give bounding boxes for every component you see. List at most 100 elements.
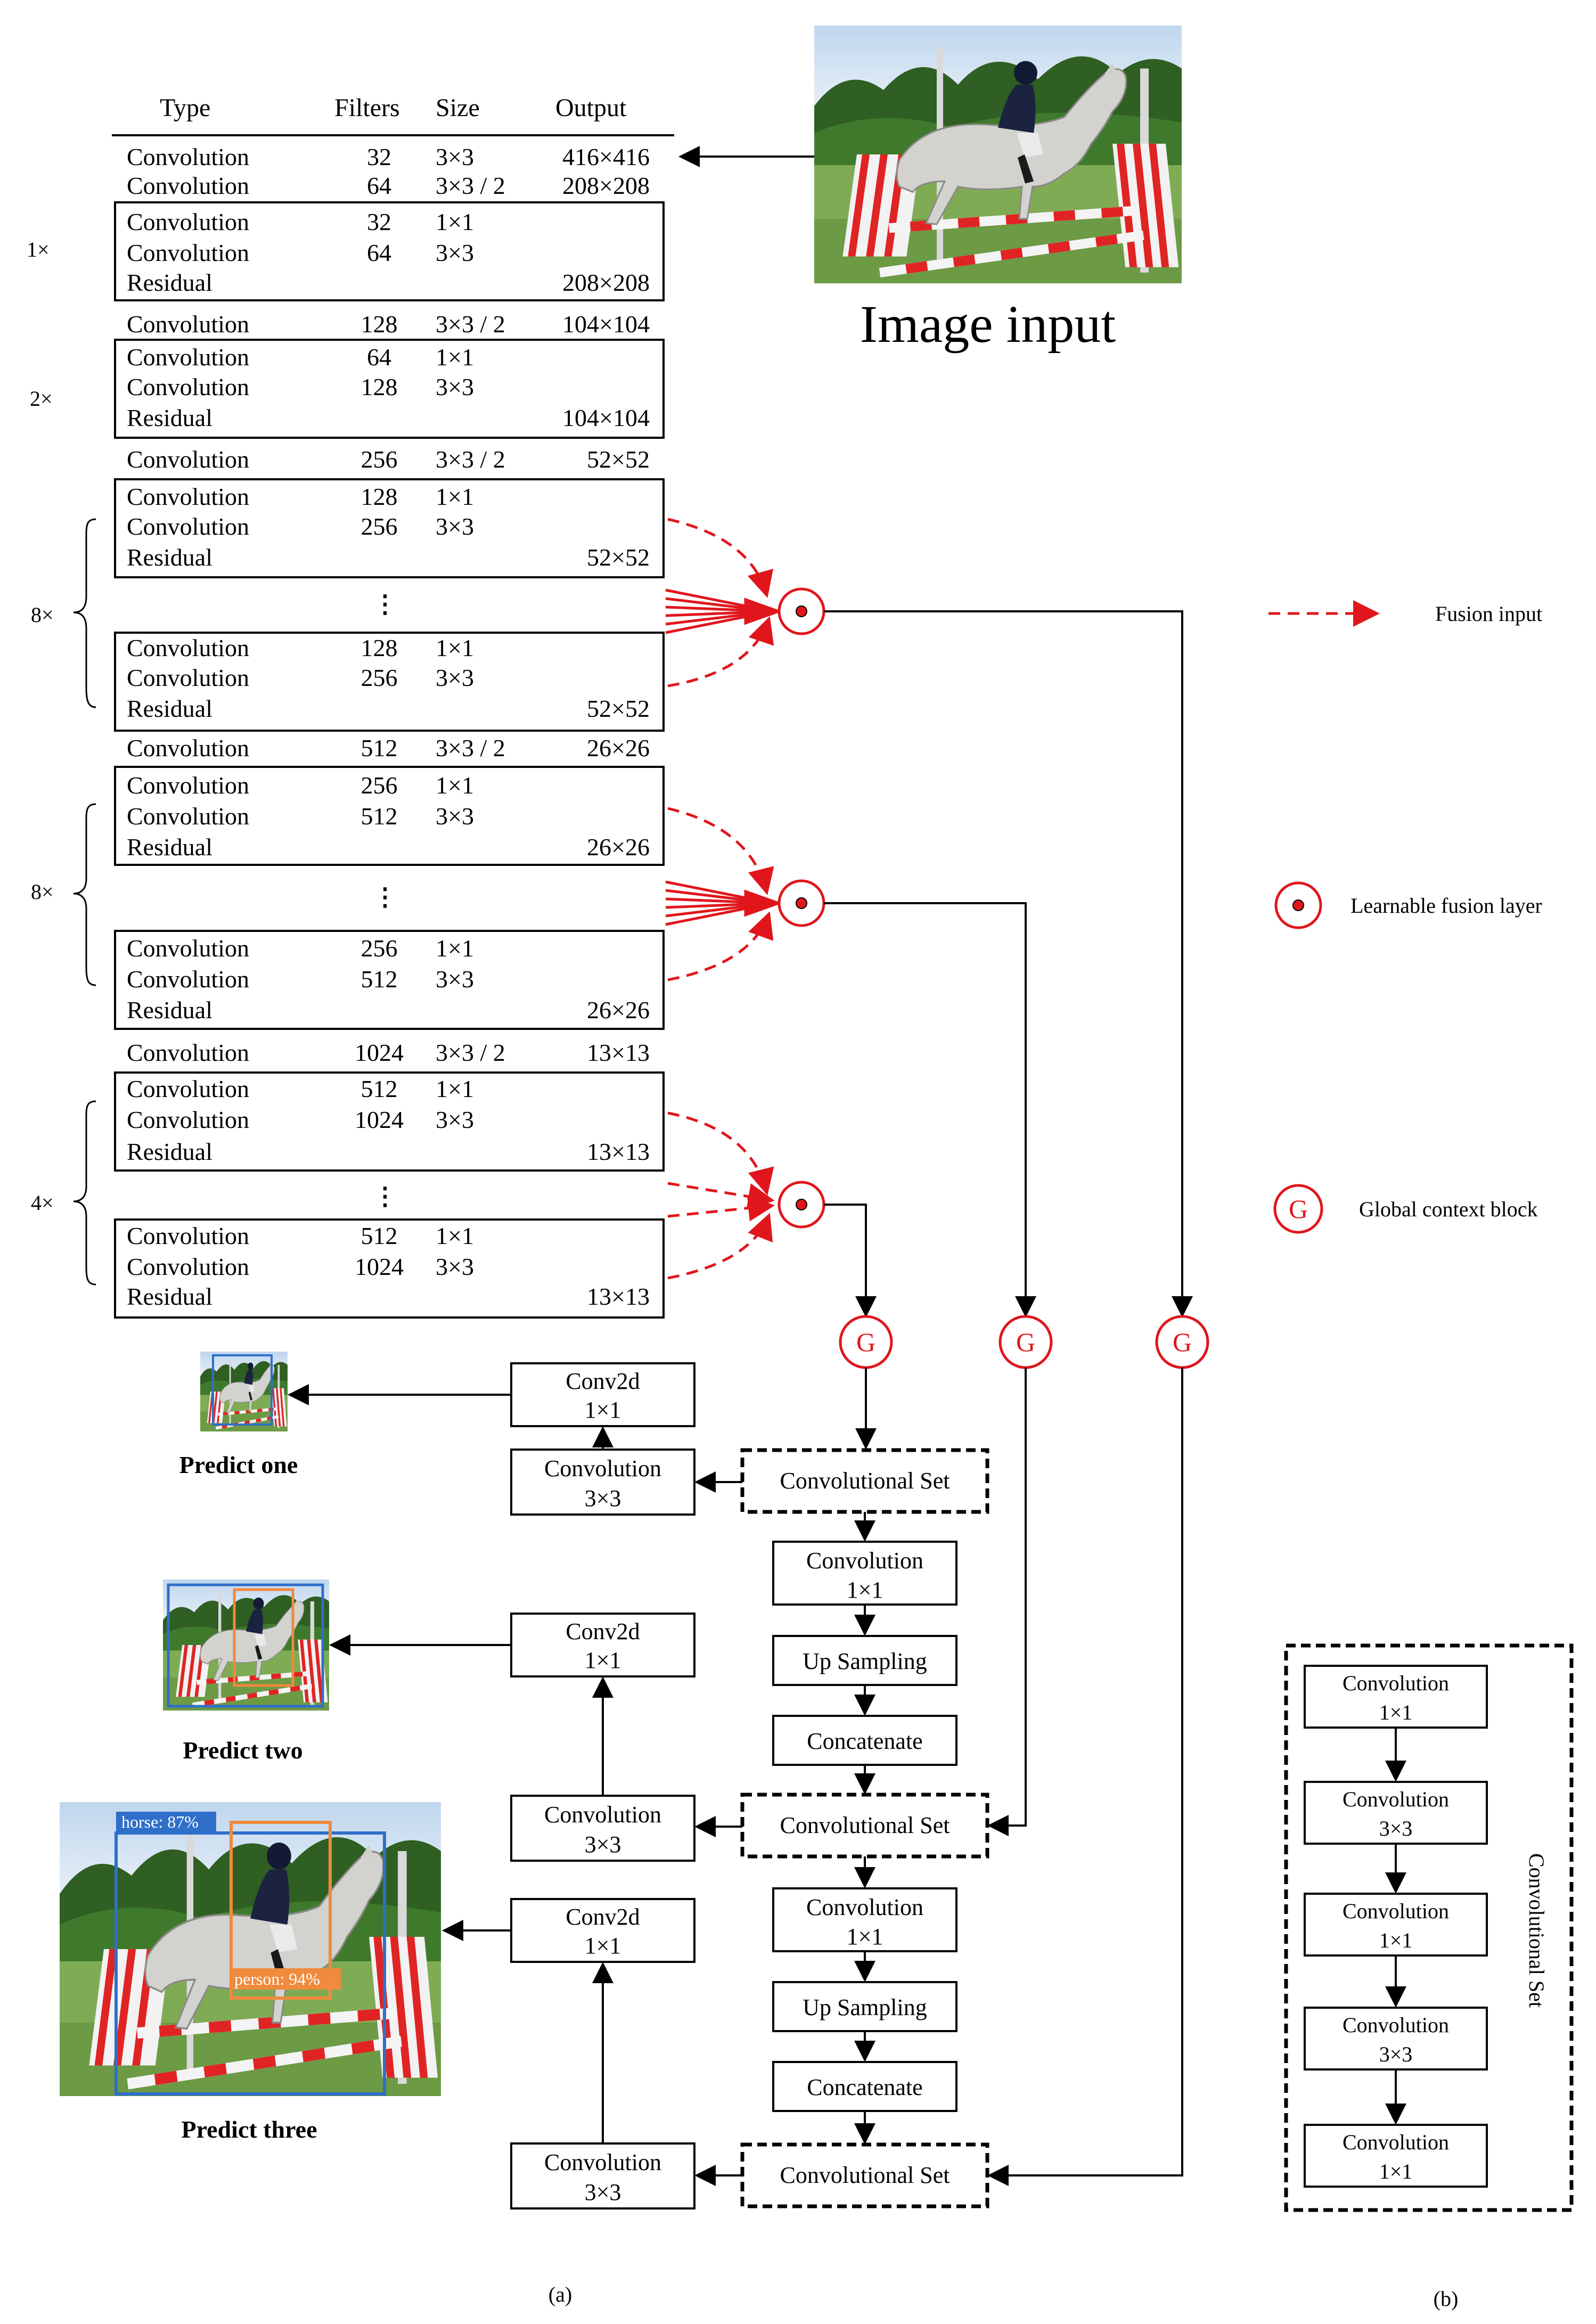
output-cell: 416×416 [562, 143, 650, 170]
type-cell: Convolution [127, 935, 249, 962]
svg-text:Convolution: Convolution [1343, 1787, 1449, 1811]
size-cell: 3×3 [436, 513, 474, 540]
caption-a: (a) [549, 2282, 572, 2306]
repeat-label-8x: 8× [31, 880, 54, 904]
type-cell: Convolution [127, 373, 249, 400]
svg-text:1×1: 1×1 [1379, 1928, 1413, 1952]
size-cell: 3×3 / 2 [436, 446, 505, 473]
svg-text:Convolutional Set: Convolutional Set [780, 2162, 950, 2188]
type-cell: Convolution [127, 483, 249, 510]
output-cell: 104×104 [562, 310, 650, 338]
global-context-blocks: G G G [839, 1315, 1209, 1369]
size-cell: 1×1 [436, 483, 474, 510]
svg-text:3×3: 3×3 [1379, 2042, 1413, 2066]
filters-cell: 1024 [355, 1039, 404, 1066]
ellipsis: ⋮ [373, 883, 397, 911]
filters-cell: 128 [361, 634, 398, 661]
type-cell: Residual [127, 833, 212, 861]
left-conv2d: Conv2d 1×1 [510, 1613, 695, 1677]
type-cell: Convolution [127, 772, 249, 799]
filters-cell: 64 [367, 343, 391, 371]
filters-cell: 256 [361, 935, 398, 962]
filters-cell: 64 [367, 239, 391, 266]
filters-cell: 64 [367, 172, 391, 199]
type-cell: Convolution [127, 1222, 249, 1249]
svg-text:Concatenate: Concatenate [807, 2074, 922, 2100]
type-cell: Convolution [127, 1253, 249, 1280]
type-cell: Residual [127, 269, 212, 296]
svg-text:Convolution: Convolution [544, 2149, 661, 2175]
type-cell: Residual [127, 1138, 212, 1165]
residual-box [114, 632, 665, 732]
type-cell: Convolution [127, 664, 249, 691]
table-row: Convolution 128 1×1 [127, 483, 474, 510]
table-row: Convolution 256 1×1 [127, 935, 474, 962]
type-cell: Convolution [127, 513, 249, 540]
type-cell: Residual [127, 1283, 212, 1310]
size-cell: 3×3 [436, 1106, 474, 1133]
output-cell: 208×208 [562, 269, 650, 296]
predict-two-label: Predict two [183, 1737, 302, 1764]
detection-label-horse: horse: 87% [121, 1812, 199, 1831]
residual-boxes [114, 201, 665, 1319]
left-arrows [288, 1384, 742, 2186]
svg-text:1×1: 1×1 [585, 1933, 621, 1959]
filters-cell: 1024 [355, 1253, 404, 1280]
repeat-label-8x: 8× [31, 603, 54, 627]
size-cell: 1×1 [436, 772, 474, 799]
svg-text:Convolution: Convolution [806, 1894, 923, 1920]
svg-text:Convolutional Set: Convolutional Set [780, 1468, 950, 1494]
center-concatenate: Concatenate [772, 1715, 957, 1766]
table-row: Residual 208×208 [127, 269, 650, 296]
size-cell: 1×1 [436, 935, 474, 962]
residual-box [114, 1218, 665, 1319]
output-cell: 52×52 [587, 544, 650, 571]
filters-cell: 128 [361, 483, 398, 510]
size-cell: 1×1 [436, 634, 474, 661]
filters-cell: 1024 [355, 1106, 404, 1133]
header-filters: Filters [334, 94, 400, 122]
output-cell: 104×104 [562, 404, 650, 431]
output-cell: 26×26 [587, 734, 650, 762]
svg-text:1×1: 1×1 [1379, 2159, 1413, 2183]
residual-box [114, 339, 665, 439]
svg-text:3×3: 3×3 [585, 1831, 621, 1857]
conv-set-detail-title: Convolutional Set [1525, 1853, 1549, 2008]
output-cell: 208×208 [562, 172, 650, 199]
legend: Fusion input Learnable fusion layer G Gl… [1268, 600, 1542, 1234]
center-conv-1x1: Convolution 1×1 [772, 1541, 957, 1606]
caption-b: (b) [1434, 2287, 1459, 2311]
type-cell: Convolution [127, 208, 249, 235]
legend-fusion-input: Fusion input [1435, 602, 1542, 626]
prediction-two: Predict two [163, 1580, 329, 1764]
filters-cell: 128 [361, 373, 398, 400]
svg-text:Concatenate: Concatenate [807, 1728, 922, 1754]
legend-learnable-fusion: Learnable fusion layer [1351, 894, 1542, 918]
residual-box [114, 1071, 665, 1172]
svg-text:Conv2d: Conv2d [566, 1618, 640, 1644]
size-cell: 1×1 [436, 1222, 474, 1249]
output-cell: 26×26 [587, 996, 650, 1024]
residual-box [114, 930, 665, 1030]
residual-box [114, 201, 665, 301]
header-output: Output [555, 94, 627, 122]
svg-text:3×3: 3×3 [585, 2179, 621, 2205]
svg-text:G: G [856, 1327, 875, 1357]
output-cell: 13×13 [587, 1039, 650, 1066]
residual-box [114, 478, 665, 578]
svg-text:Conv2d: Conv2d [566, 1904, 640, 1930]
